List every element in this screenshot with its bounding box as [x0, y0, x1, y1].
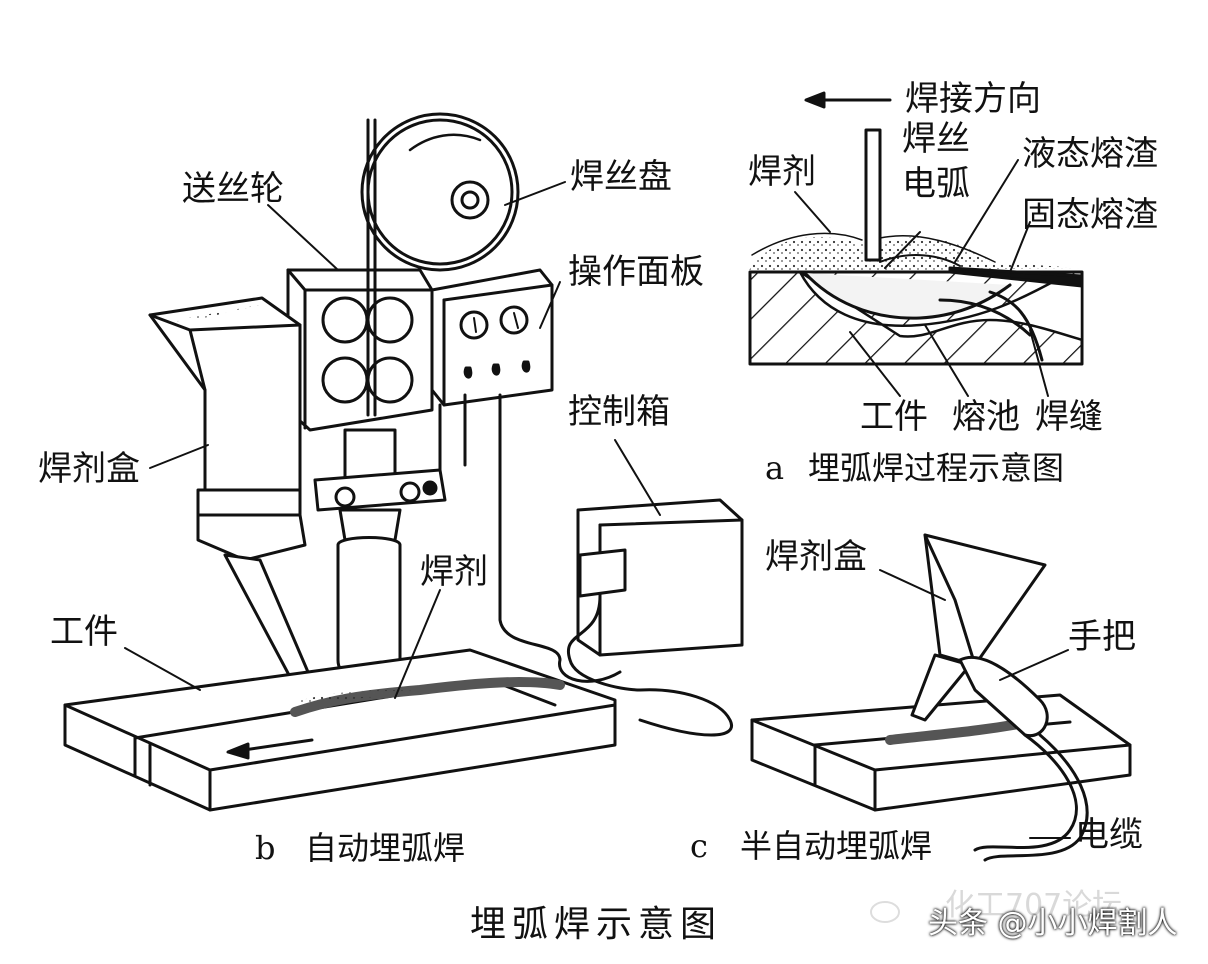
cable-to-control-box: [498, 393, 622, 683]
label-control-panel: 操作面板: [568, 252, 704, 292]
knob-3: [521, 360, 531, 373]
panel-b-automatic-welder: [63, 112, 744, 812]
cable-c: [973, 733, 1078, 852]
caption-a: 埋弧焊过程示意图: [808, 449, 1065, 487]
control-box: [576, 498, 744, 657]
caption-letter-c: c: [690, 827, 708, 865]
watermark-faded-text: 化工707论坛: [945, 888, 1123, 923]
label-weld-pool: 熔池: [952, 397, 1020, 437]
watermark-logo: [870, 901, 900, 923]
torch-handle: [958, 655, 1049, 738]
label-flux-hopper-c: 焊剂盒: [765, 537, 867, 577]
reel-hub: [450, 180, 490, 220]
watermark-credit: 头条 @小小焊割人: [928, 906, 1178, 941]
figure-title: 埋弧焊示意图: [470, 904, 723, 945]
control-box-plug: [578, 548, 627, 598]
label-wire-feed-wheel: 送丝轮: [182, 169, 284, 209]
knob-2: [491, 363, 501, 376]
label-wire-reel: 焊丝盘: [570, 157, 672, 197]
panel-a-process-diagram: [748, 91, 1084, 397]
label-handle: 手把: [1068, 617, 1136, 657]
caption-letter-a: a: [765, 449, 785, 487]
label-flux-hopper-b: 焊剂盒: [38, 449, 140, 489]
wire-reel: [360, 112, 520, 272]
liquid-slag: [879, 254, 961, 267]
feed-roller-3: [321, 356, 369, 404]
direction-arrow-head: [804, 91, 826, 109]
label-flux-b: 焊剂: [420, 552, 488, 592]
caption-b: 自动埋弧焊: [305, 829, 466, 867]
weld-pool: [803, 271, 1012, 320]
label-flux-a: 焊剂: [748, 152, 816, 192]
wire-feed-box: [286, 268, 434, 432]
knob-1: [463, 366, 473, 379]
label-control-box: 控制箱: [568, 392, 670, 432]
caption-letter-b: b: [255, 829, 276, 867]
label-workpiece-b: 工件: [50, 612, 118, 652]
control-panel-box: [430, 268, 554, 407]
label-workpiece-a: 工件: [860, 397, 928, 437]
label-solid-slag: 固态熔渣: [1022, 195, 1158, 235]
weld-bead-b: [290, 677, 565, 717]
meter-2: [499, 305, 529, 335]
label-liquid-slag: 液态熔渣: [1022, 134, 1158, 174]
label-cable: 电缆: [1075, 815, 1143, 855]
label-wire-a: 焊丝: [902, 119, 970, 159]
label-welding-direction: 焊接方向: [905, 79, 1041, 119]
feed-roller-1: [321, 296, 369, 344]
electrode-wire: [864, 128, 882, 262]
solid-slag: [948, 266, 1084, 288]
workpiece-plates-b: [63, 648, 617, 812]
label-weld-seam: 焊缝: [1035, 397, 1103, 437]
panel-c-semi-automatic-welder: [750, 533, 1132, 862]
caption-c: 半自动埋弧焊: [740, 827, 933, 865]
label-arc: 电弧: [902, 164, 970, 204]
